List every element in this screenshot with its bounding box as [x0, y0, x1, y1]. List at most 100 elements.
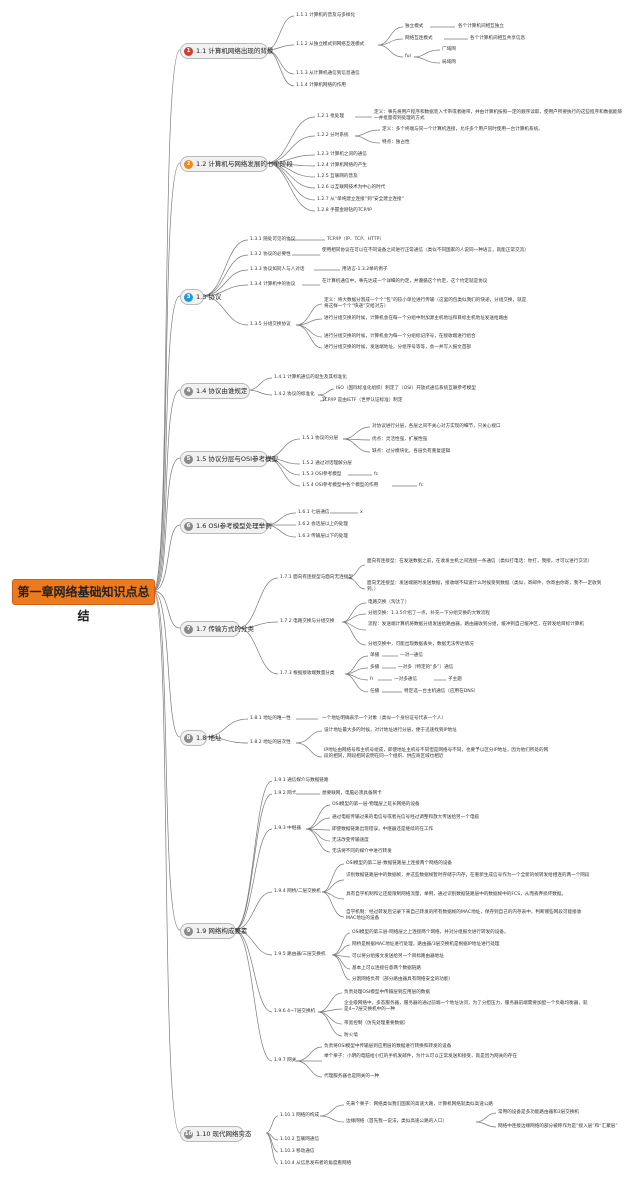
node-router-1[interactable]: OSI模型的第三层-网络层之上连接两个网络，并对分组报文进行转发的设备。: [352, 930, 509, 935]
subtopic-1-5-1[interactable]: 1.5.1 协议的分层: [302, 436, 339, 441]
node-standalone-desc[interactable]: 各个计算机间相互独立: [458, 24, 504, 29]
subtopic-1-4-2[interactable]: 1.4.2 协议的标准化: [274, 392, 315, 397]
node-l47-3[interactable]: 带宽控制（仿先处理重要数据）: [344, 1021, 409, 1026]
subtopic-1-10-3[interactable]: 1.10.3 移动通信: [280, 1149, 315, 1154]
subtopic-1-4-1[interactable]: 1.4.1 计算机通信的诞生及其标准化: [274, 375, 347, 380]
node-anycast[interactable]: 任播: [370, 689, 380, 694]
node-router-2[interactable]: 网桥是根据MAC地址进行处理，路由器/3层交换机是根据IP地址进行处理: [352, 942, 500, 947]
node-edge-devices[interactable]: 常用的设备是多功能路由器和3层交换机: [498, 1110, 580, 1115]
subtopic-1-9-1[interactable]: 1.9.1 通信媒介与数据链路: [274, 778, 329, 783]
node-access-layer[interactable]: 网络中连接边缘网络的部分被称作为是“接入层”和“汇聚层”: [498, 1124, 618, 1129]
node-repeater-3[interactable]: 即使数据链路出现错误，中继器还是继续的在工作: [332, 827, 434, 832]
node-bridge-1[interactable]: OSI模型的第二层-数据链路层上连接两个网络的设备: [346, 861, 453, 866]
subtopic-1-3-5[interactable]: 1.3.5 分组交换协议: [250, 322, 291, 327]
node-layer-pros[interactable]: 优点：灵活性强，扩展性强: [372, 437, 428, 442]
node-highway-example[interactable]: 先来个栗子：网络类似我们国家的高速大路，计算机网络就类似高速公路: [346, 1102, 494, 1107]
subtopic-1-1-2[interactable]: 1.1.2 从独立模式到网络互连模式: [296, 42, 365, 47]
node-dialog-example[interactable]: 用语言-1.3.2举的例子: [342, 267, 388, 272]
node-unicast[interactable]: 单播: [370, 653, 380, 658]
node-timeshare-feature[interactable]: 特点：独占性: [382, 140, 410, 145]
subtopic-1-10-4[interactable]: 1.10.4 从信息发布者的角度看网络: [280, 1161, 352, 1166]
node-interconnect[interactable]: 网络互连模式: [405, 36, 433, 41]
node-subtopic[interactable]: 子主题: [448, 677, 462, 682]
node-x[interactable]: x: [360, 510, 363, 515]
subtopic-1-2-4[interactable]: 1.2.4 计算机网络的产生: [317, 163, 367, 168]
node-l47-2[interactable]: 企业级网络中，多态服务器，服务器的通过前端一个地址访问，为了分担压力，服务器前端…: [344, 1001, 588, 1012]
root-node[interactable]: 第一章网络基础知识点总结: [12, 579, 155, 623]
node-batch-def[interactable]: 定义：事先将用户程序和数据装入卡带或者磁带，并由计算机按照一定的顺序读取，使用户…: [374, 110, 623, 121]
node-necessity[interactable]: 使用相同协议在可以在不同设备之间进行正常通信（类似不同国家的人说同一种语言，就能…: [322, 248, 529, 253]
subtopic-1-3-2[interactable]: 1.3.2 协议的必要性: [250, 252, 291, 257]
subtopic-1-2-2[interactable]: 1.2.2 分时系统: [317, 133, 349, 138]
subtopic-1-3-1[interactable]: 1.3.1 随处可见的协议: [250, 237, 296, 242]
subtopic-1-8-1[interactable]: 1.8.1 地址的唯一性: [250, 716, 291, 721]
node-ip-structure[interactable]: IP地址由网络号和主机号组成，即使地址主机号不同但是网络号不同，也要予以区分IP…: [324, 748, 549, 759]
node-router-4[interactable]: 基本上可以连接任意两个数据链路: [352, 966, 421, 971]
subtopic-1-5-4[interactable]: 1.5.4 OSI参考模型中各个模型的作用: [302, 483, 379, 488]
node-repeater-5[interactable]: 无法将不同的媒介中进行转发: [332, 849, 392, 854]
node-router-5[interactable]: 分割网络负荷（部分路由器具有网络安全的功能）: [352, 977, 454, 982]
subtopic-1-5-3[interactable]: 1.5.3 OSI参考模型: [302, 472, 342, 477]
node-anycast-desc[interactable]: 特定选一台主机通信（应用在DNS）: [404, 689, 479, 694]
subtopic-1-6-1[interactable]: 1.6.1 七层通信: [298, 510, 330, 515]
node-layer-cons[interactable]: 缺点：过分模块化，各层负有重复逻辑: [372, 449, 451, 454]
node-repeater-4[interactable]: 无法改变传输速度: [332, 838, 369, 843]
node-bridge-4[interactable]: 自学机制：经过转发后记录下来自己转发的所有数据帧的MAC地址，保存到自己的内存表…: [346, 910, 582, 921]
node-packet-flow[interactable]: 流程：发送端计算机将数据分组发送给路由器，路由器收到分组，缓冲到自己缓冲区，在转…: [368, 622, 584, 627]
node-router-3[interactable]: 可以将分组报文发送给另一个目标路由器地址: [352, 954, 444, 959]
subtopic-1-7-3[interactable]: 1.7.3 根据接收端数量分类: [280, 671, 335, 676]
node-unique-addr[interactable]: 一个地址明确表示一个对象（类似一个身份证号代表一个人）: [322, 716, 447, 721]
node-packet-def[interactable]: 定义：将大数据分割成一个个“包”的较小单位进行传输（这里的包类似我们的快递，分组…: [324, 298, 527, 309]
subtopic-1-2-7[interactable]: 1.2.7 从“单纯建立连接”到“安全建立连接”: [317, 197, 404, 202]
node-nic[interactable]: 想要联网，电脑必须具备网卡: [322, 791, 382, 796]
subtopic-1-1-4[interactable]: 1.1.4 计算机网络的作用: [296, 83, 346, 88]
node-iso[interactable]: ISO（国际标准化组织）制定了（OSI）开放式通信系统互联参考模型: [336, 386, 476, 391]
node-layer-interface[interactable]: 对协议进行分层，各层之间不关心对方实现的细节，只关心接口: [372, 424, 501, 429]
subtopic-1-3-4[interactable]: 1.3.4 计算机中的协议: [250, 282, 296, 287]
node-gateway-3[interactable]: 代理服务器也是网关的一种: [324, 1074, 380, 1079]
node-unicast-desc[interactable]: 一对一通信: [400, 653, 423, 658]
subtopic-1-5-2[interactable]: 1.5.2 通过对话理解分层: [302, 461, 352, 466]
node-edge-network[interactable]: 边缘网络（首先我一说法，类似高速公路的入口）: [346, 1119, 448, 1124]
subtopic-1-10-1[interactable]: 1.10.1 网络的构成: [280, 1113, 320, 1118]
node-timeshare-def[interactable]: 定义：多个终端与同一个计算机连接，允许多个用户同时使用一台计算机系统。: [382, 127, 543, 132]
subtopic-1-2-3[interactable]: 1.2.3 计算机之间的通信: [317, 152, 367, 157]
node-computer-protocol[interactable]: 在计算机通信中，事先达成一个详细的约定，并遵循这个约定，这个约定就是协议: [322, 279, 488, 284]
node-lan[interactable]: 局域网: [442, 60, 456, 65]
node-fr[interactable]: fr: [370, 677, 374, 682]
node-packet-seq[interactable]: 进行分组交换的时候，计算机会为每一个分组标记序号，在接收端进行组合: [324, 334, 476, 339]
node-bridge-3[interactable]: 具有自学机制和让还能限制网络流量，举例，通过识别数据链路层中的数据帧中的FCS，…: [346, 892, 567, 897]
node-osi-fc[interactable]: fc: [374, 472, 379, 477]
node-repeater-1[interactable]: OSI模型的第一层-物理层上延长网络的设备: [332, 802, 420, 807]
node-connection-oriented[interactable]: 面向有连接型：在发送数据之前，在收发主机之间连接一条通信（类似打电话：你打，我接…: [367, 559, 593, 564]
subtopic-1-8-2[interactable]: 1.8.2 地址的层次性: [250, 740, 291, 745]
node-repeater-2[interactable]: 通过电缆传输过来的电信号或者光信号经过调整和放大传送给另一个电缆: [332, 815, 480, 820]
node-broadcast-desc[interactable]: 一对多通信: [394, 677, 417, 682]
node-multicast[interactable]: 多播: [370, 665, 380, 670]
subtopic-1-10-2[interactable]: 1.10.2 互联网通信: [280, 1137, 320, 1142]
subtopic-1-7-1[interactable]: 1.7.1 面向有连接型与面向无连接型: [280, 575, 353, 580]
subtopic-1-9-2[interactable]: 1.9.2 网卡: [274, 791, 297, 796]
node-interconnect-desc[interactable]: 各个计算机间相互共享信息: [470, 36, 526, 41]
subtopic-1-9-3[interactable]: 1.9.3 中继器: [274, 826, 301, 831]
node-packet-address[interactable]: 进行分组交换的时候，计算机会在每一个分组中附加源主机地址和目标主机地址发送给路由: [324, 316, 508, 321]
subtopic-1-2-5[interactable]: 1.2.5 互联网的普及: [317, 174, 358, 179]
node-circuit[interactable]: 电路交换（淘汰了）: [368, 600, 410, 605]
subtopic-1-2-8[interactable]: 1.2.8 手握金刚钻的TCP/IP: [317, 208, 372, 213]
subtopic-1-9-4[interactable]: 1.9.4 网桥/二层交换机: [274, 889, 321, 894]
node-tcpip[interactable]: TCP/IP（IP、TCP、HTTP）: [327, 237, 384, 242]
node-packet-loss[interactable]: 分组交换中，可能出现数据丢失，数据无法传达情况: [368, 642, 474, 647]
subtopic-1-1-3[interactable]: 1.1.3 从计算机通信到信息通信: [296, 71, 360, 76]
subtopic-1-9-5[interactable]: 1.9.5 路由器/三层交换机: [274, 952, 326, 957]
node-l47-1[interactable]: 负责处理OSI模型中传输层到应用层的数据: [344, 990, 430, 995]
subtopic-1-9-7[interactable]: 1.9.7 网关: [274, 1058, 297, 1063]
subtopic-1-2-1[interactable]: 1.2.1 批处理: [317, 114, 344, 119]
